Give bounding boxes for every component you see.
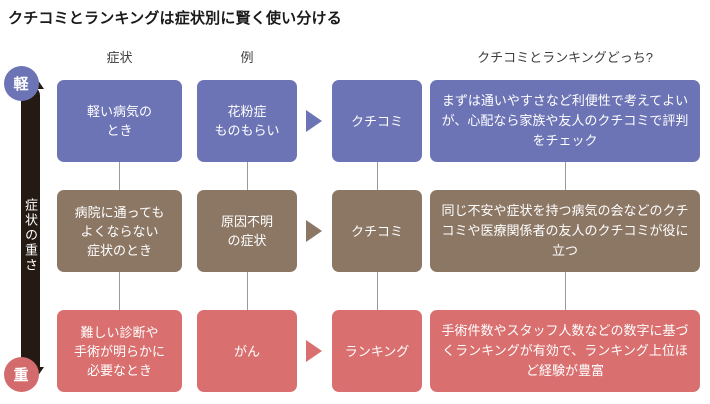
example-text: がん — [233, 343, 260, 359]
symptom-box-light: 軽い病気のとき — [57, 80, 182, 162]
symptom-text: 難しい診断や手術が明らかに必要なとき — [73, 324, 165, 378]
example-text: 花粉症ものもらい — [214, 104, 280, 138]
arrow-right-icon — [306, 110, 322, 132]
column-header-example: 例 — [240, 50, 254, 65]
column-header-symptom: 症状 — [106, 50, 133, 65]
page-title: クチコミとランキングは症状別に賢く使い分ける — [8, 10, 342, 27]
arrow-right-icon — [306, 220, 322, 242]
connector-line — [247, 162, 248, 190]
connector-line — [565, 272, 566, 310]
verdict-text: クチコミ — [350, 223, 403, 239]
connector-line — [119, 272, 120, 310]
example-text: 原因不明の症状 — [220, 214, 273, 248]
symptom-box-heavy: 難しい診断や手術が明らかに必要なとき — [57, 310, 182, 392]
column-header-which: クチコミとランキングどっち? — [477, 50, 653, 65]
verdict-box-heavy: ランキング — [332, 310, 422, 392]
advice-text: まずは通いやすさなど利便性で考えてよいが、心配なら家族や友人のクチコミで評判をチ… — [441, 93, 689, 148]
verdict-box-light: クチコミ — [332, 80, 422, 162]
arrow-right-icon — [306, 340, 322, 362]
axis-label: 症状の重さ — [20, 180, 41, 290]
connector-line — [565, 162, 566, 190]
advice-box-heavy: 手術件数やスタッフ人数などの数字に基づくランキングが有効で、ランキング上位ほど経… — [430, 310, 700, 392]
example-box-light: 花粉症ものもらい — [197, 80, 297, 162]
connector-line — [247, 272, 248, 310]
connector-line — [119, 162, 120, 190]
verdict-text: クチコミ — [350, 113, 403, 129]
advice-text: 手術件数やスタッフ人数などの数字に基づくランキングが有効で、ランキング上位ほど経… — [441, 323, 689, 378]
advice-box-light: まずは通いやすさなど利便性で考えてよいが、心配なら家族や友人のクチコミで評判をチ… — [430, 80, 700, 162]
symptom-text: 軽い病気のとき — [86, 104, 152, 138]
advice-box-medium: 同じ不安や症状を持つ病気の会などのクチコミや医療関係者の友人のクチコミが役に立つ — [430, 190, 700, 272]
severity-axis: 症状の重さ — [9, 62, 51, 400]
axis-label-text: 症状の重さ — [23, 197, 38, 273]
example-box-heavy: がん — [197, 310, 297, 392]
advice-text: 同じ不安や症状を持つ病気の会などのクチコミや医療関係者の友人のクチコミが役に立つ — [441, 203, 689, 258]
example-box-medium: 原因不明の症状 — [197, 190, 297, 272]
severity-chip-light: 軽 — [3, 66, 39, 101]
verdict-box-medium: クチコミ — [332, 190, 422, 272]
connector-line — [377, 272, 378, 310]
verdict-text: ランキング — [344, 343, 410, 359]
connector-line — [377, 162, 378, 190]
symptom-box-medium: 病院に通ってもよくならない症状のとき — [57, 190, 182, 272]
axis-bar — [21, 86, 40, 376]
symptom-text: 病院に通ってもよくならない症状のとき — [74, 204, 165, 258]
severity-chip-heavy: 重 — [3, 357, 39, 392]
